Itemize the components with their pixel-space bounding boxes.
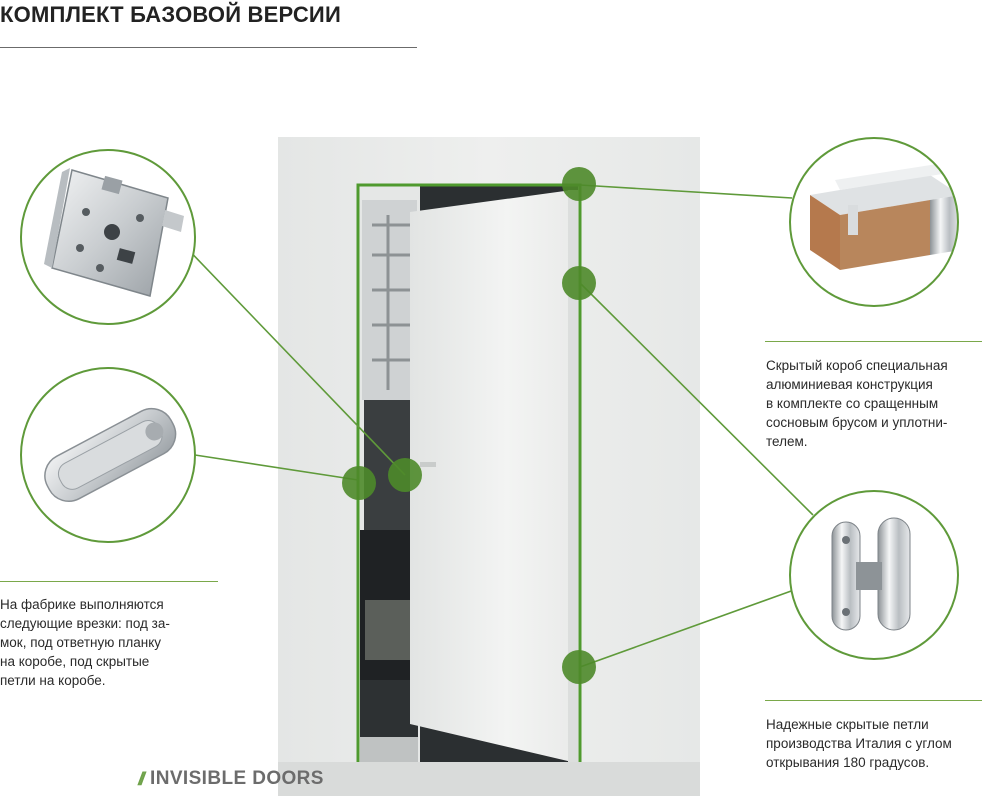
page-title: КОМПЛЕКТ БАЗОВОЙ ВЕРСИИ <box>0 2 341 27</box>
right-bottom-callout-text: Надежные скрытые петли производства Итал… <box>766 717 952 770</box>
brand-logo: // INVISIBLE DOORS <box>138 768 324 790</box>
hidden-frame-profile-icon <box>789 137 959 307</box>
brand-name: INVISIBLE DOORS <box>150 768 324 789</box>
right-bottom-callout-rule <box>765 700 982 701</box>
marker-hinge-bottom <box>562 650 596 684</box>
door-leaf <box>410 190 572 762</box>
title-divider <box>0 47 417 48</box>
strike-plate-icon <box>20 367 196 543</box>
marker-hinge-top <box>562 266 596 300</box>
concealed-hinge-icon <box>789 490 959 660</box>
left-callout-rule <box>0 581 218 582</box>
connector-lines <box>178 184 814 668</box>
right-top-callout-text: Скрытый короб специальная алюминиевая ко… <box>766 358 948 449</box>
marker-lock <box>388 458 422 492</box>
marker-frame-top <box>562 167 596 201</box>
floor <box>278 762 700 796</box>
marker-strike <box>342 466 376 500</box>
left-callout-text: На фабрике выполняются следующие врезки:… <box>0 597 170 688</box>
brand-mark-icon: // <box>138 768 145 789</box>
right-top-callout-rule <box>765 341 982 342</box>
door-lock-icon <box>20 149 196 325</box>
